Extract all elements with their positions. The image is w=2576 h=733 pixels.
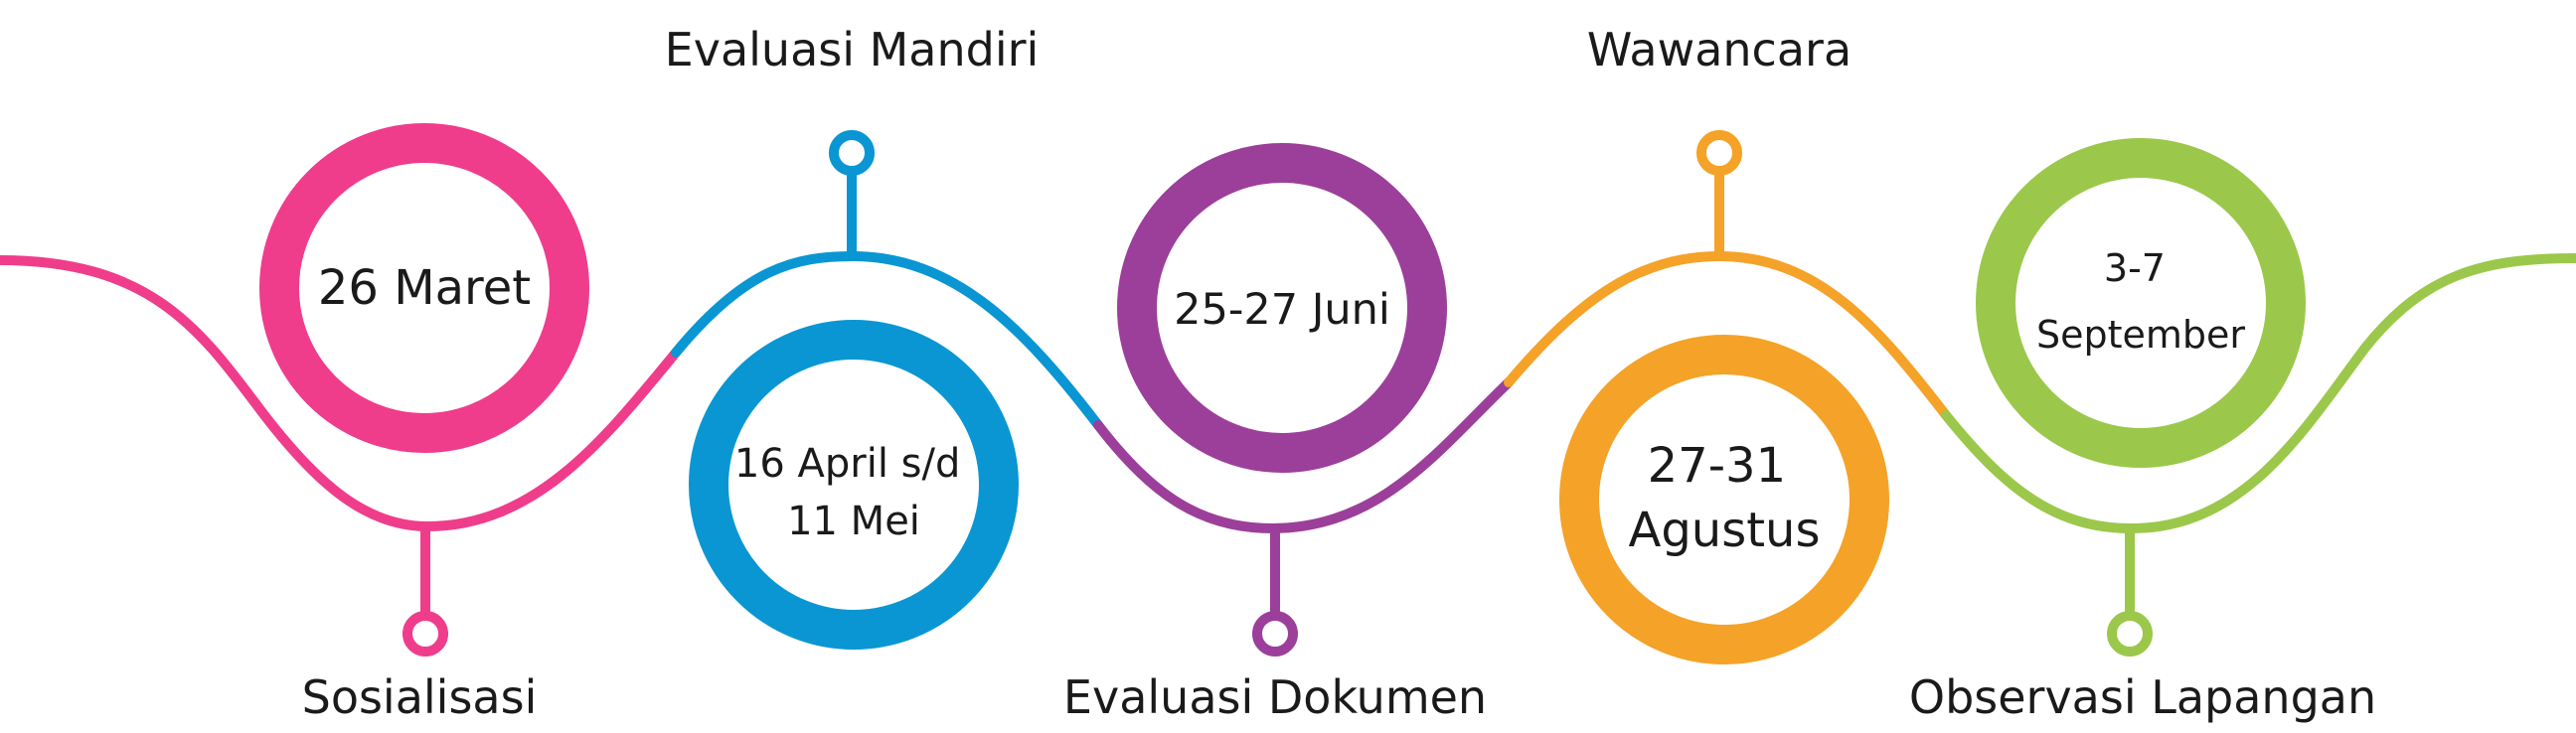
date-ring-wawancara [1559,335,1889,664]
date-line: 11 Mei [787,499,920,544]
date-text-evaluasi-dokumen: 25-27 Juni [1174,285,1390,335]
connector-dot-sosialisasi [402,611,448,657]
stage-label-wawancara: Wawancara [1587,23,1852,76]
connector-dot-observasi-lapangan [2107,611,2153,657]
date-line: September [2036,313,2245,357]
date-ring-observasi-lapangan [1976,138,2306,468]
wave-segment-observasi-lapangan [1941,253,2576,534]
date-ring-evaluasi-mandiri [689,320,1019,650]
wave-segment-sosialisasi [0,255,681,532]
date-line: 25-27 Juni [1174,285,1390,335]
date-text-sosialisasi: 26 Maret [318,260,531,316]
date-ring-evaluasi-dokumen [1117,143,1447,473]
date-line: 16 April s/d [734,441,960,487]
connector-dot-wawancara [1696,130,1742,176]
date-text-evaluasi-mandiri: 16 April s/d 11 Mei [734,441,973,544]
stage-label-observasi-lapangan: Observasi Lapangan [1909,670,2376,724]
date-line: Agustus [1629,503,1821,558]
stage-label-sosialisasi: Sosialisasi [302,670,538,724]
date-texts: 26 Maret 16 April s/d 11 Mei 25-27 Juni … [318,246,2245,558]
date-text-wawancara: 27-31 Agustus [1629,438,1821,558]
wave-segment-evaluasi-dokumen [1093,377,1514,534]
timeline-wave [0,250,2576,534]
timeline-connectors [402,130,2153,657]
date-line: 26 Maret [318,260,531,316]
date-line: 3-7 [2104,246,2166,290]
connector-dot-evaluasi-mandiri [829,130,875,176]
wave-segment-evaluasi-mandiri [671,250,1103,430]
stage-label-evaluasi-dokumen: Evaluasi Dokumen [1063,670,1487,724]
stage-labels: Sosialisasi Evaluasi Mandiri Evaluasi Do… [302,23,2377,724]
date-rings [259,123,2306,664]
stage-label-evaluasi-mandiri: Evaluasi Mandiri [665,23,1040,76]
date-line: 27-31 [1648,438,1786,494]
date-text-observasi-lapangan: 3-7 September [2036,246,2245,357]
date-ring-sosialisasi [259,123,589,453]
connector-dot-evaluasi-dokumen [1252,611,1298,657]
